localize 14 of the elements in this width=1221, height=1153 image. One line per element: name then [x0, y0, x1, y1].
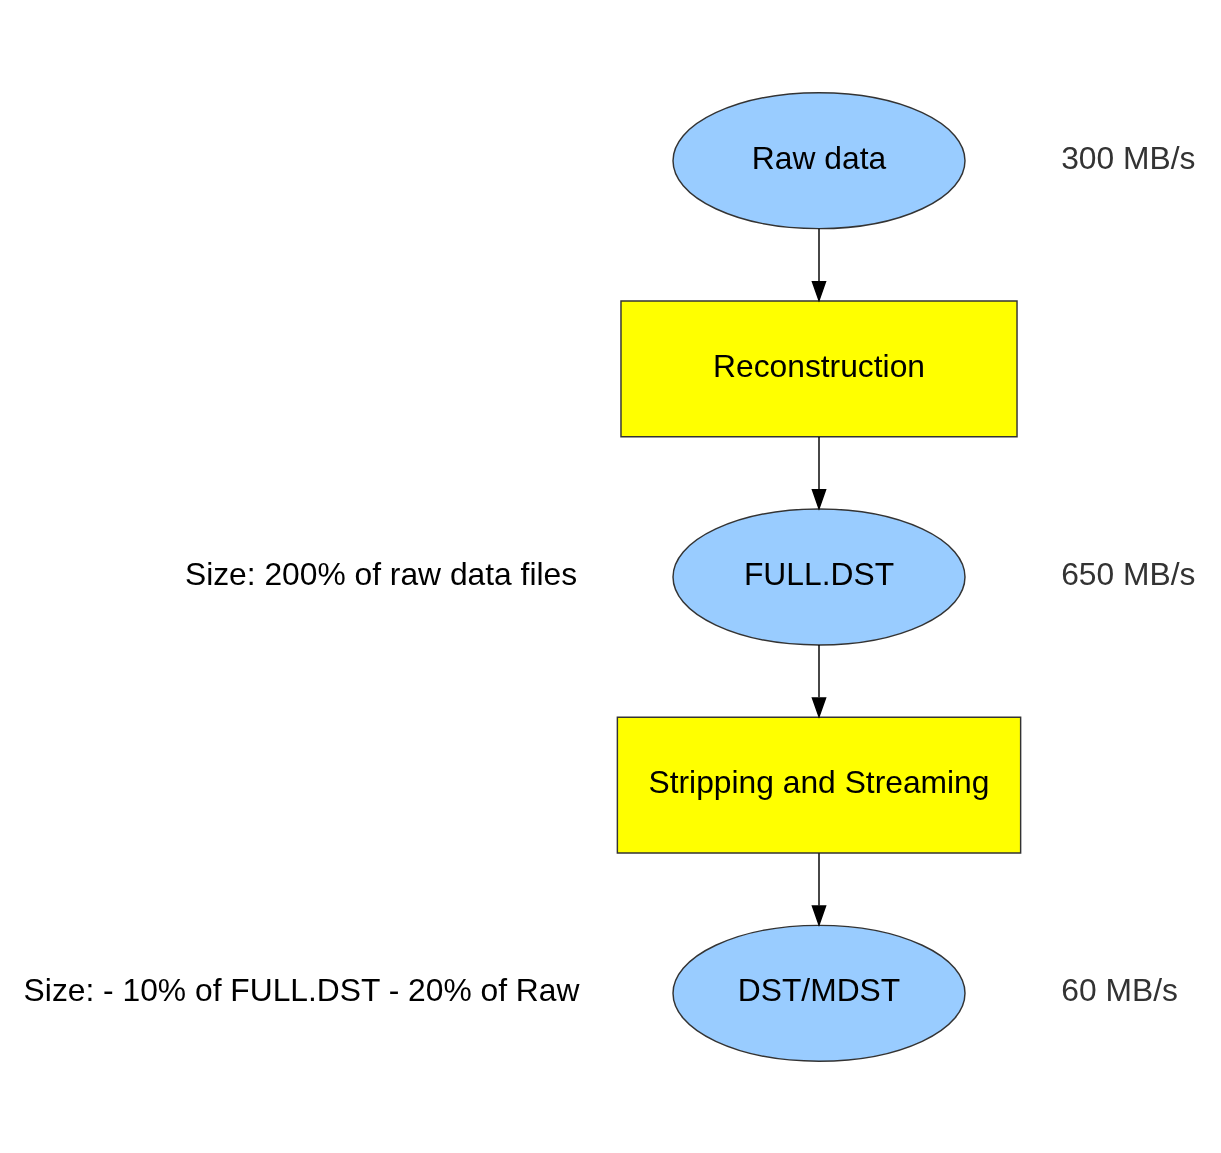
node-ellipse: DST/MDST — [672, 924, 966, 1062]
node-ellipse: Raw data — [672, 91, 966, 229]
arrow — [811, 227, 827, 303]
node-ellipse: FULL.DST — [672, 507, 966, 646]
node-label: Size: 200% of raw data files — [184, 555, 578, 592]
arrow — [811, 852, 827, 927]
label: 300 MB/s — [1061, 139, 1196, 176]
arrow — [811, 435, 827, 511]
label: 650 MB/s — [1061, 555, 1196, 592]
arrow — [811, 643, 827, 719]
node-box: Stripping and Streaming — [616, 716, 1022, 854]
node-label: Size: - 10% of FULL.DST - 20% of Raw — [23, 971, 580, 1008]
node-box: Reconstruction — [620, 299, 1018, 437]
label: 60 MB/s — [1061, 971, 1178, 1008]
